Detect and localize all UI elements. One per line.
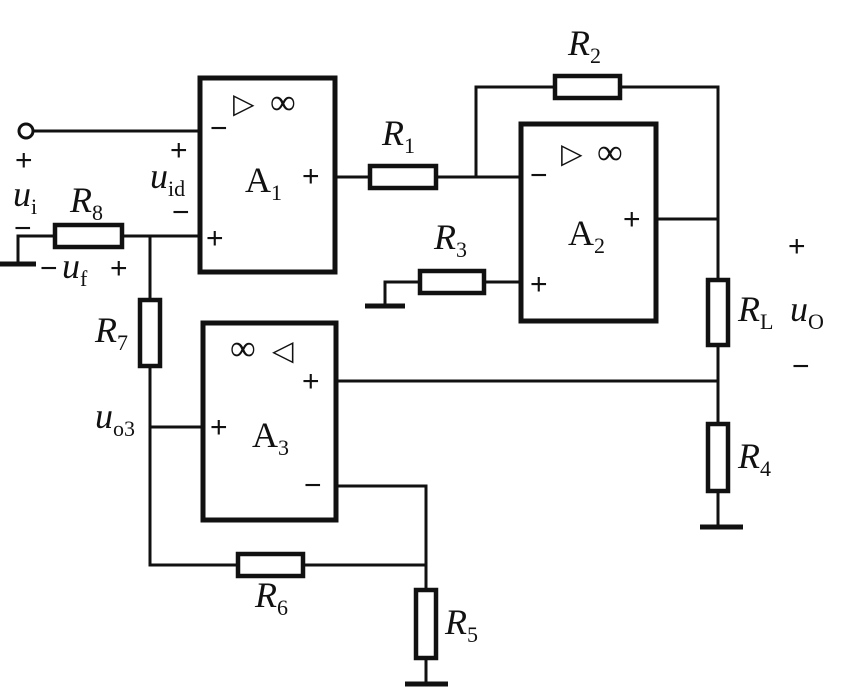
resistor-r5	[413, 587, 439, 661]
a1-output-plus-sign: +	[302, 160, 320, 193]
resistor-r3	[417, 268, 487, 296]
a3-name: A3	[252, 415, 289, 460]
label-uo: uO	[790, 289, 824, 334]
wires	[16, 85, 720, 686]
opamp-a2	[518, 121, 659, 324]
opamp-a3	[200, 320, 339, 523]
resistor-labels: R8 R1 R2 R3 R7 R6 R5 RL R4	[69, 23, 773, 647]
label-r8: R8	[69, 180, 103, 225]
a3-triangle-symbol: ◁	[272, 336, 294, 367]
resistor-r4	[705, 421, 731, 494]
a3-minus-sign: −	[304, 469, 322, 502]
resistor-r1	[367, 163, 439, 191]
ui-plus-sign: +	[15, 144, 33, 177]
opamps	[197, 75, 659, 523]
opamp-a2-labels: − ▷ ∞ A2 + +	[530, 132, 641, 301]
uid-minus-sign: −	[172, 196, 190, 229]
a1-plus-input-sign: +	[206, 222, 224, 255]
a2-minus-sign: −	[530, 159, 548, 192]
opamp-a1	[197, 75, 338, 275]
a2-triangle-symbol: ▷	[561, 139, 583, 170]
label-r6: R6	[254, 575, 288, 620]
resistors	[52, 73, 731, 661]
a1-minus-sign: −	[210, 112, 228, 145]
label-uf: uf	[62, 246, 88, 291]
a2-output-plus-sign: +	[623, 203, 641, 236]
label-r3: R3	[433, 217, 467, 262]
resistor-rl	[705, 277, 731, 348]
label-r2: R2	[567, 23, 601, 68]
label-r1: R1	[381, 113, 415, 158]
signal-labels: + ui − + uid − − uf + uo3 + uO −	[13, 134, 824, 441]
uo-plus-sign: +	[788, 230, 806, 263]
a2-infinity-symbol: ∞	[597, 132, 623, 172]
resistor-r7	[137, 297, 163, 369]
a3-sense-plus-sign: +	[302, 365, 320, 398]
a1-name: A1	[245, 160, 282, 205]
resistor-r6	[235, 551, 306, 579]
grounds	[0, 261, 743, 687]
label-uo3: uo3	[95, 396, 135, 441]
uo-minus-sign: −	[792, 350, 810, 383]
ui-minus-sign: −	[14, 212, 32, 245]
resistor-r2	[552, 73, 623, 101]
a2-name: A2	[568, 213, 605, 258]
input-terminal	[17, 122, 35, 140]
label-r5: R5	[444, 602, 478, 647]
a2-plus-input-sign: +	[530, 268, 548, 301]
a3-infinity-symbol: ∞	[230, 328, 256, 368]
opamp-a3-labels: ∞ ◁ + + A3 −	[210, 328, 322, 502]
label-r7: R7	[94, 310, 128, 355]
label-rl: RL	[737, 289, 773, 334]
opamp-a1-labels: − ▷ ∞ A1 + +	[206, 82, 320, 255]
label-uid: uid	[150, 156, 185, 201]
a3-plus-input-sign: +	[210, 411, 228, 444]
a1-triangle-symbol: ▷	[233, 89, 255, 120]
resistor-r8	[52, 222, 125, 250]
uid-plus-sign: +	[170, 134, 188, 167]
a1-infinity-symbol: ∞	[270, 82, 296, 122]
uf-minus-sign: −	[40, 252, 58, 285]
uf-plus-sign: +	[110, 252, 128, 285]
label-r4: R4	[737, 436, 771, 481]
label-ui: ui	[13, 174, 37, 219]
